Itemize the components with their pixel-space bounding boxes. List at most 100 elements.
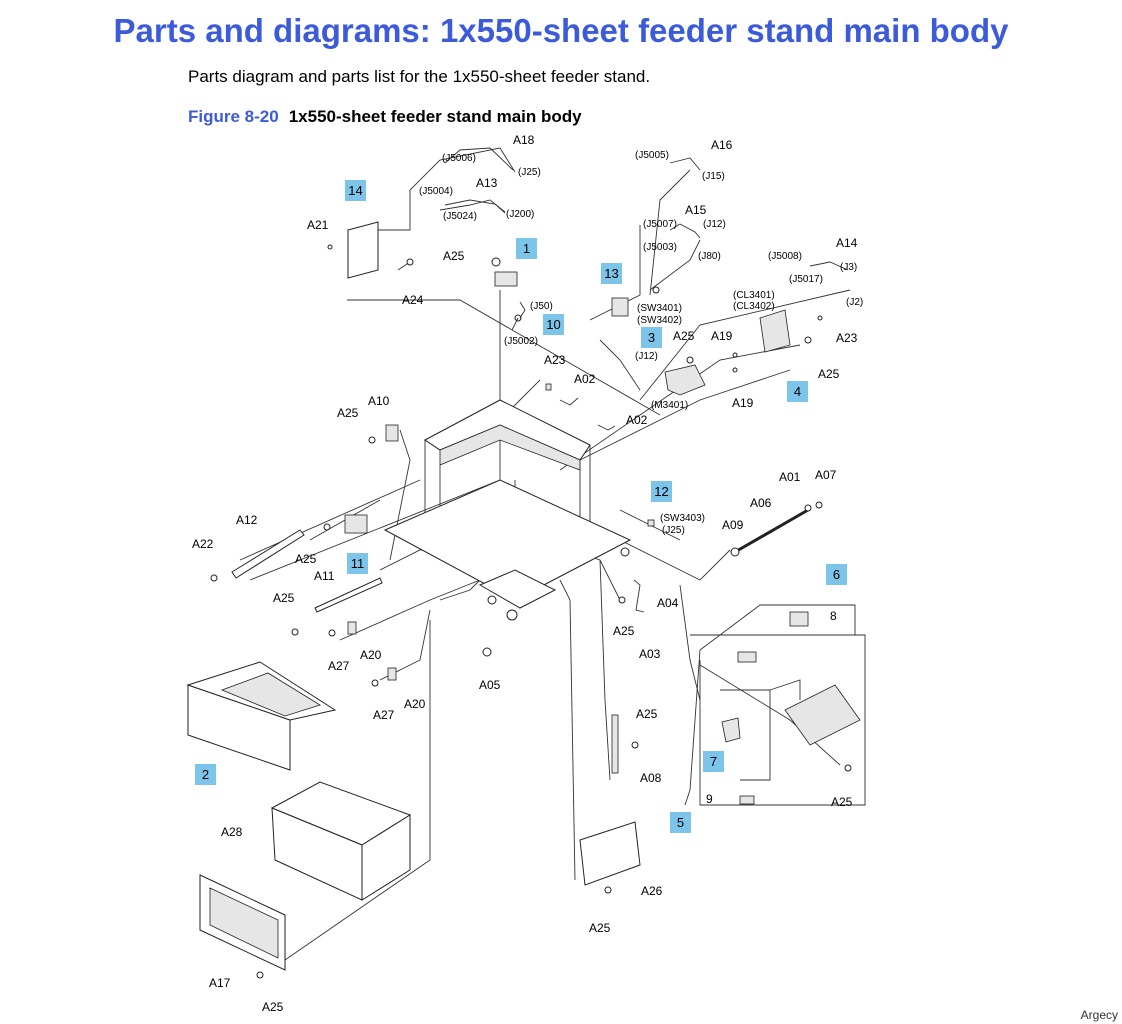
conn-j25-mid: (J25)	[662, 525, 685, 536]
callout-1: 1	[516, 238, 537, 259]
label-a27-b: A27	[373, 708, 395, 722]
figure-title: 1x550-sheet feeder stand main body	[288, 107, 582, 126]
svg-text:1: 1	[523, 241, 530, 256]
label-a25-top: A25	[443, 249, 465, 263]
conn-j5008: (J5008)	[768, 251, 802, 262]
callout-6: 6	[826, 564, 847, 585]
label-a25-d: A25	[636, 707, 658, 721]
svg-text:12: 12	[654, 484, 668, 499]
conn-j2: (J2)	[846, 297, 863, 308]
parts-art	[186, 147, 861, 979]
label-a06: A06	[750, 496, 772, 510]
label-a13: A13	[476, 176, 498, 190]
label-a17: A17	[209, 976, 231, 990]
label-a25-left: A25	[337, 406, 359, 420]
svg-text:14: 14	[348, 183, 362, 198]
figure-caption: Figure 8-20 1x550-sheet feeder stand main…	[188, 107, 582, 127]
conn-sw3401: (SW3401)	[637, 303, 682, 314]
callout-11: 11	[347, 553, 368, 574]
part-labels: A18 A16 A13 A15 A14 A21 A25 A24 A25 A19 …	[192, 133, 858, 1014]
label-a28: A28	[221, 825, 243, 839]
svg-text:7: 7	[710, 754, 717, 769]
conn-j12-top: (J12)	[703, 219, 726, 230]
conn-j5002: (J5002)	[504, 336, 538, 347]
callout-12: 12	[651, 481, 672, 502]
conn-j5006: (J5006)	[442, 153, 476, 164]
svg-text:11: 11	[351, 556, 365, 571]
callout-13: 13	[601, 263, 622, 284]
svg-text:6: 6	[833, 567, 840, 582]
callout-5: 5	[670, 812, 691, 833]
callouts: 14 1 13 10 3 4 12 11 6 2 7 5	[195, 180, 847, 833]
conn-cl3401: (CL3401)	[733, 290, 775, 301]
label-a25-mid: A25	[673, 329, 695, 343]
conn-j5005: (J5005)	[635, 150, 669, 161]
conn-j25-top: (J25)	[518, 167, 541, 178]
svg-text:13: 13	[604, 266, 618, 281]
label-a23-right: A23	[836, 331, 858, 345]
label-a09: A09	[722, 518, 744, 532]
watermark: Argecy	[1080, 1008, 1118, 1022]
label-a19-top: A19	[711, 329, 733, 343]
label-a23-mid: A23	[544, 353, 566, 367]
conn-m3401: (M3401)	[651, 400, 688, 411]
label-a10: A10	[368, 394, 390, 408]
callout-10: 10	[543, 314, 564, 335]
conn-j5024: (J5024)	[443, 211, 477, 222]
label-a27-a: A27	[328, 659, 350, 673]
label-a02-bot: A02	[626, 413, 648, 427]
conn-j200: (J200)	[506, 209, 534, 220]
label-a24: A24	[402, 293, 424, 307]
label-a26: A26	[641, 884, 663, 898]
leader-lines	[239, 147, 866, 961]
label-a08: A08	[640, 771, 662, 785]
label-a16: A16	[711, 138, 733, 152]
callout-14: 14	[345, 180, 366, 201]
svg-text:3: 3	[648, 330, 655, 345]
callout-4: 4	[787, 381, 808, 402]
label-a20-a: A20	[360, 648, 382, 662]
conn-j5017: (J5017)	[789, 274, 823, 285]
callout-7: 7	[703, 751, 724, 772]
page-title: Parts and diagrams: 1x550-sheet feeder s…	[113, 12, 1009, 49]
conn-j5007: (J5007)	[643, 219, 677, 230]
conn-j15: (J15)	[702, 171, 725, 182]
svg-text:10: 10	[546, 317, 560, 332]
label-a05: A05	[479, 678, 501, 692]
label-a15: A15	[685, 203, 707, 217]
label-9: 9	[706, 792, 713, 806]
label-a22: A22	[192, 537, 214, 551]
label-a14: A14	[836, 236, 858, 250]
callout-3: 3	[641, 327, 662, 348]
conn-j5003: (J5003)	[643, 242, 677, 253]
label-a01: A01	[779, 470, 801, 484]
label-a07: A07	[815, 468, 837, 482]
label-a04: A04	[657, 596, 679, 610]
connector-labels: (J5006) (J25) (J5005) (J15) (J5004) (J50…	[419, 150, 863, 536]
svg-text:4: 4	[794, 384, 801, 399]
conn-j12-mid: (J12)	[635, 351, 658, 362]
label-8: 8	[830, 609, 837, 623]
label-a11: A11	[314, 569, 335, 583]
conn-j80: (J80)	[698, 251, 721, 262]
label-a25-right: A25	[818, 367, 840, 381]
label-a25-f: A25	[262, 1000, 284, 1014]
label-a21: A21	[307, 218, 329, 232]
label-a02-top: A02	[574, 372, 596, 386]
callout-2: 2	[195, 764, 216, 785]
label-a03: A03	[639, 647, 661, 661]
label-a25-e: A25	[589, 921, 611, 935]
label-a18: A18	[513, 133, 535, 147]
page-subtitle: Parts diagram and parts list for the 1x5…	[188, 67, 651, 86]
svg-text:5: 5	[677, 815, 684, 830]
conn-j50: (J50)	[530, 301, 553, 312]
label-a19-bot: A19	[732, 396, 754, 410]
label-a12: A12	[236, 513, 258, 527]
label-a25-c: A25	[613, 624, 635, 638]
label-a25-g: A25	[831, 795, 853, 809]
figure-number: Figure 8-20	[188, 107, 279, 126]
svg-text:2: 2	[202, 767, 209, 782]
conn-j3: (J3)	[840, 262, 857, 273]
conn-sw3403: (SW3403)	[660, 513, 705, 524]
